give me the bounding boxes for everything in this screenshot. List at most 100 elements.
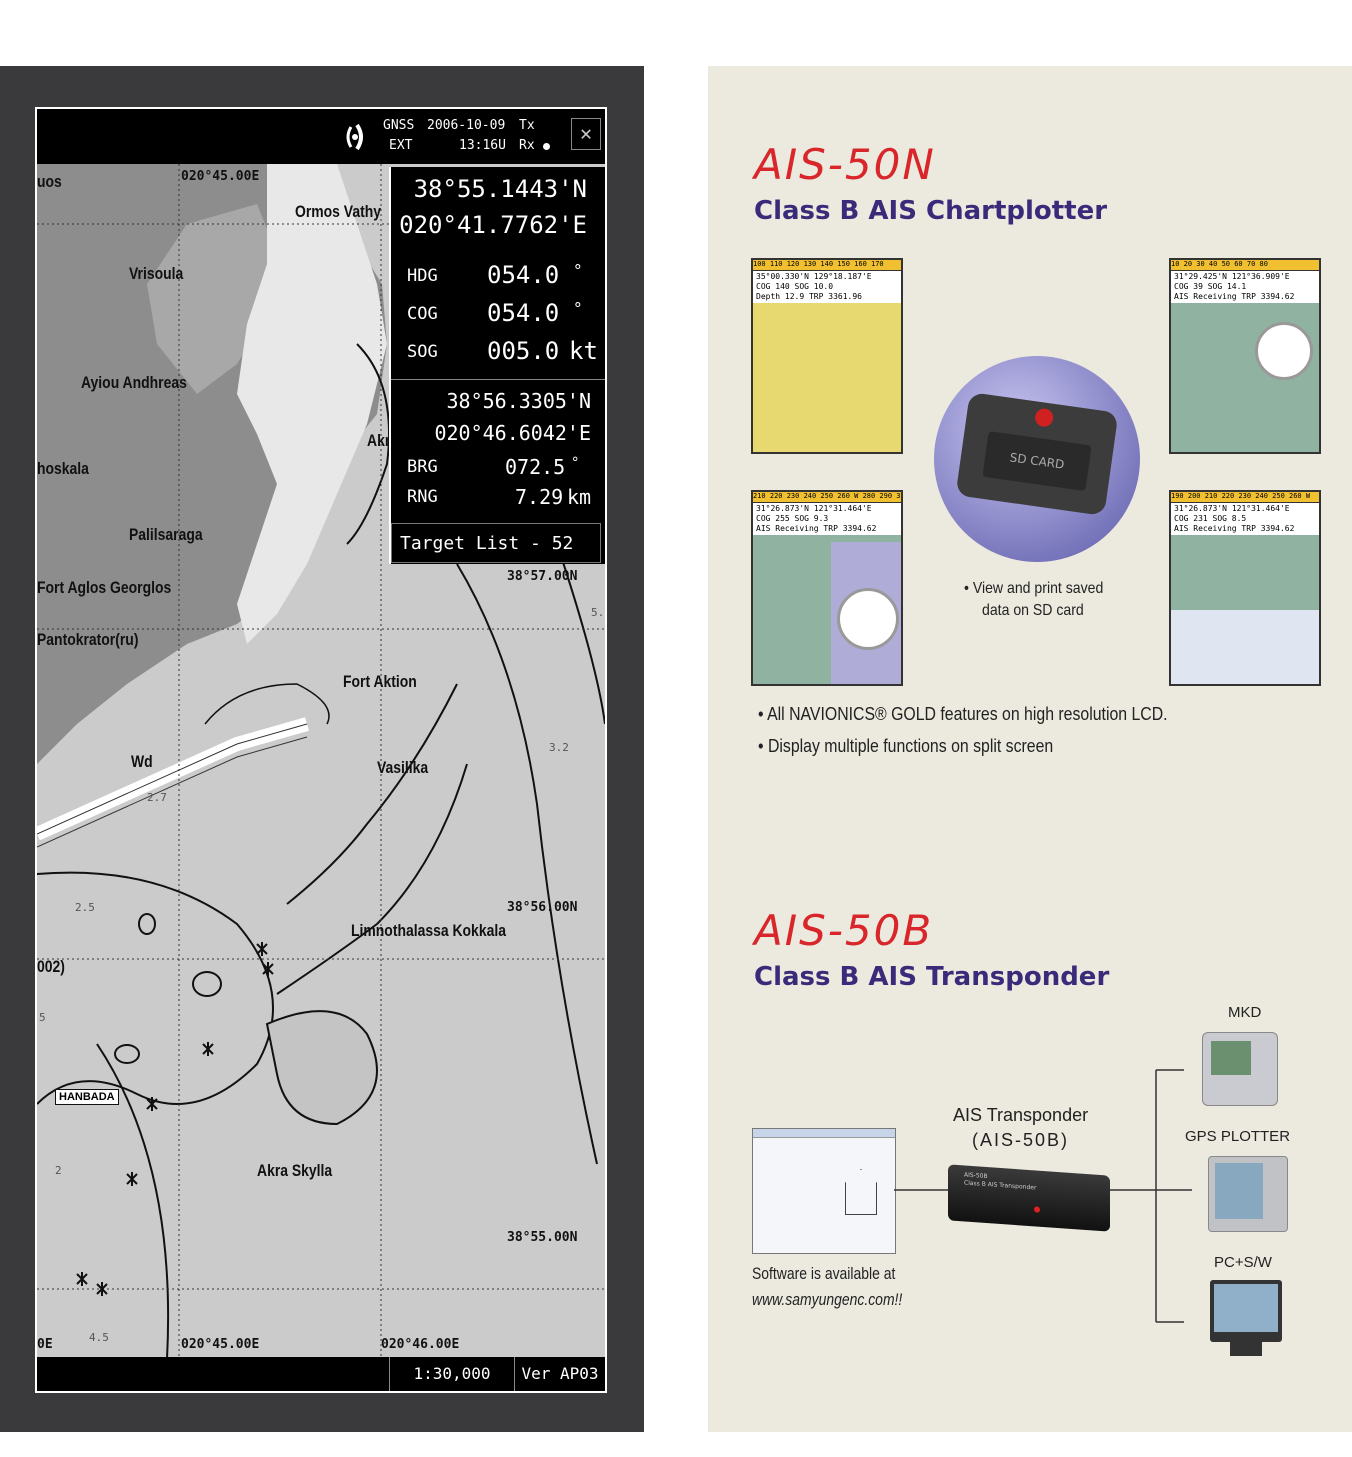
rx-indicator	[543, 143, 550, 150]
cog-label: COG	[407, 304, 438, 324]
grid-lat-5500: 38°55.00N	[507, 1230, 578, 1245]
thumb-header: 100 110 120 130 140 150 160 170	[753, 260, 901, 271]
software-window-image	[752, 1128, 896, 1254]
thumb-row2: AIS Receiving TRP 3394.62	[1174, 292, 1295, 301]
rx-label: Rx	[519, 138, 535, 153]
sd-caption-line2: data on SD card	[982, 602, 1084, 619]
sog-value: 005.0	[487, 337, 560, 365]
grid-lat-5600: 38°56.00N	[507, 900, 578, 915]
grid-lat-5700: 38°57.00N	[507, 569, 578, 584]
grid-lon-top: 020°45.00E	[181, 169, 260, 184]
ext-label: EXT	[389, 138, 413, 153]
depth-sounding: 2.7	[147, 791, 167, 804]
thumb-lat: 35°00.330'N	[756, 272, 809, 281]
transponder-label-line2: (AIS-50B)	[972, 1130, 1070, 1150]
status-bar: GNSS 2006-10-09 Tx EXT 13:16U Rx ✕	[37, 109, 605, 164]
map-label-vrisoula: Vrisoula	[129, 264, 184, 283]
depth-sounding: 5.5	[591, 606, 605, 619]
cog-unit: °	[573, 299, 583, 318]
tx-label: Tx	[519, 118, 535, 133]
map-label-vasilika: Vasilika	[377, 758, 429, 777]
ais50n-subtitle: Class B AIS Chartplotter	[754, 196, 1108, 226]
thumb-header: 190 200 210 220 230 240 250 260 W	[1171, 492, 1319, 503]
brg-label: BRG	[407, 457, 438, 477]
sd-card-label: SD CARD	[982, 431, 1092, 492]
software-caption-link[interactable]: www.samyungenc.com!!	[752, 1290, 903, 1309]
mkd-device-image	[1202, 1032, 1278, 1106]
sog-unit: kt	[569, 337, 598, 365]
mkd-screen	[1211, 1041, 1251, 1075]
pc-sw-label: PC+S/W	[1214, 1254, 1272, 1271]
thumb-highway-pane	[1171, 610, 1319, 684]
mkd-label: MKD	[1228, 1004, 1262, 1021]
thumb-row1: COG 255 SOG 9.3	[756, 514, 829, 523]
vessel-label-hanbada[interactable]: HANBADA	[55, 1089, 119, 1105]
thumb-lat: 31°29.425'N	[1174, 272, 1227, 281]
thumb-row1: COG 140 SOG 10.0	[756, 282, 834, 291]
sog-label: SOG	[407, 342, 438, 362]
hdg-label: HDG	[407, 266, 438, 286]
rng-unit: km	[567, 485, 592, 509]
power-button-icon	[1033, 407, 1055, 428]
time-label: 13:16U	[459, 138, 506, 153]
vessel-outline-icon	[845, 1169, 877, 1215]
depth-sounding: 2.5	[75, 901, 95, 914]
depth-sounding: 2	[55, 1164, 62, 1177]
sd-card-device-image: SD CARD	[934, 356, 1140, 562]
depth-sounding: 5	[39, 1011, 46, 1024]
thumb-row1: COG 231 SOG 8.5	[1174, 514, 1247, 523]
thumb-lat: 31°26.873'N	[756, 504, 809, 513]
rng-label: RNG	[407, 487, 438, 507]
thumb-row2: AIS Receiving TRP 3394.62	[1174, 524, 1295, 533]
grid-lon-bottom-2: 020°46.00E	[381, 1337, 460, 1352]
pc-screen	[1214, 1284, 1278, 1332]
status-led-icon	[1034, 1206, 1040, 1213]
thumb-lat: 31°26.873'N	[1174, 504, 1227, 513]
map-label-ormos: Ormos Vathy	[295, 202, 381, 221]
map-label-wd: Wd	[131, 752, 153, 771]
cog-value: 054.0	[487, 299, 560, 327]
thumb-lon: 121°31.464'E	[813, 504, 872, 513]
screenshot-thumbnail: 100 110 120 130 140 150 160 170 35°00.33…	[751, 258, 903, 454]
gnss-label: GNSS	[383, 118, 415, 133]
grid-lon-bottom-1: 020°45.00E	[181, 1337, 260, 1352]
map-label-hoskala: hoskala	[37, 459, 89, 478]
map-label-palilsaraga: Palilsaraga	[129, 525, 203, 544]
ais50b-subtitle: Class B AIS Transponder	[754, 962, 1110, 992]
cursor-latitude: 38°56.3305'N	[446, 389, 592, 413]
pc-monitor-image	[1210, 1280, 1282, 1342]
scale-display[interactable]: 1:30,000	[389, 1357, 515, 1391]
signal-icon	[346, 123, 363, 151]
grid-lon-bottom-left: 0E	[37, 1337, 53, 1352]
feature-bullet-2: • Display multiple functions on split sc…	[758, 736, 1054, 756]
gps-plotter-screen	[1215, 1163, 1263, 1219]
ais50n-title: AIS-50N	[754, 140, 936, 189]
target-list-button[interactable]: Target List - 52	[391, 523, 601, 563]
map-label-uos: uos	[37, 172, 62, 191]
map-label-fort-aglos: Fort Aglos Georglos	[37, 578, 172, 597]
thumb-lon: 121°36.909'E	[1231, 272, 1290, 281]
depth-sounding: 3.2	[549, 741, 569, 754]
thumb-lon: 129°18.187'E	[813, 272, 872, 281]
transponder-label-line1: AIS Transponder	[953, 1105, 1089, 1125]
chartplotter-screen: GNSS 2006-10-09 Tx EXT 13:16U Rx ✕	[35, 107, 607, 1393]
transponder-device-image: AIS-50B Class B AIS Transponder	[948, 1164, 1110, 1232]
date-label: 2006-10-09	[427, 118, 506, 133]
screenshot-thumbnail: 210 220 230 240 250 260 W 280 290 300 31…	[751, 490, 903, 686]
map-label-ayiou: Ayiou Andhreas	[81, 373, 187, 392]
version-display: Ver AP03	[521, 1364, 599, 1383]
speed-gauge-icon	[1255, 322, 1313, 380]
rng-value: 7.29	[515, 485, 564, 509]
brg-value: 072.5	[505, 455, 566, 479]
map-label-fort-aktion: Fort Aktion	[343, 672, 417, 691]
depth-sounding: 4.5	[89, 1331, 109, 1344]
device-body: SD CARD	[955, 392, 1119, 516]
close-icon[interactable]: ✕	[571, 118, 601, 150]
brg-unit: °	[571, 455, 580, 471]
screenshot-thumbnail: 190 200 210 220 230 240 250 260 W 31°26.…	[1169, 490, 1321, 686]
own-latitude: 38°55.1443'N	[413, 175, 587, 203]
pc-monitor-stand	[1230, 1342, 1262, 1356]
own-longitude: 020°41.7762'E	[399, 211, 587, 239]
